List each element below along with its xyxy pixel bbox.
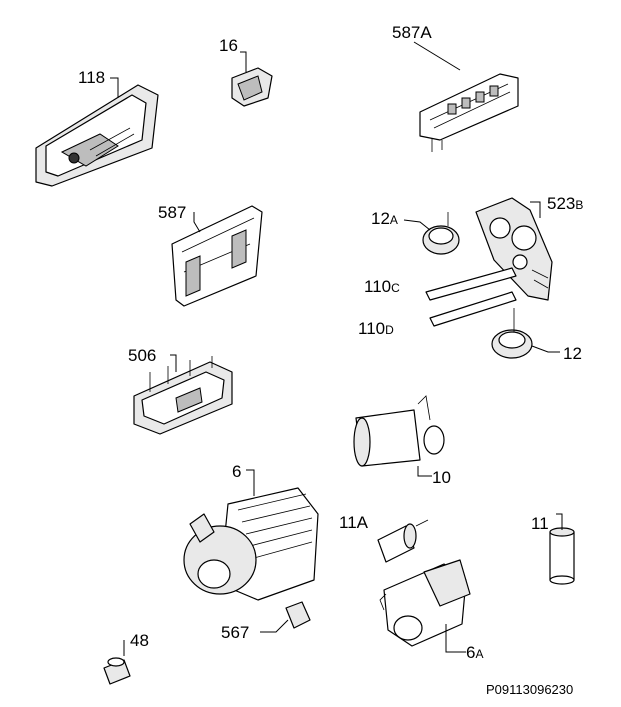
part-6a-drain-pump[interactable] (379, 559, 471, 653)
part-11-capacitor[interactable] (549, 513, 575, 585)
part-12a-pressure-switch[interactable] (403, 212, 460, 255)
part-10-valve[interactable] (353, 395, 445, 477)
label-48: 48 (130, 631, 149, 650)
label-12a: 12A (371, 209, 398, 228)
label-110c: 110C (364, 277, 400, 296)
part-506-assembly[interactable] (133, 354, 233, 435)
part-523b-bracket[interactable] (475, 197, 553, 301)
part-118-panel-cover[interactable] (35, 77, 159, 187)
part-587a-board[interactable] (413, 41, 519, 152)
label-6: 6 (232, 462, 241, 481)
part-567-cap[interactable] (260, 601, 311, 633)
part-110c-hose[interactable] (425, 267, 517, 301)
part-16-switch[interactable] (231, 51, 273, 107)
label-523b: 523B (547, 194, 583, 213)
label-16: 16 (219, 36, 238, 55)
part-6-pump-motor[interactable] (183, 469, 319, 601)
part-110d-hose[interactable] (429, 291, 517, 327)
label-11: 11 (531, 514, 549, 533)
label-506: 506 (128, 346, 156, 365)
label-587a: 587A (392, 23, 432, 42)
part-11a-capacitor[interactable] (377, 519, 429, 563)
part-48-foot[interactable] (103, 640, 131, 685)
part-12-pressure-switch[interactable] (491, 308, 560, 359)
label-587: 587 (158, 203, 186, 222)
label-567: 567 (221, 623, 249, 642)
label-12: 12 (563, 344, 582, 363)
label-6a: 6A (466, 643, 483, 662)
part-587-module[interactable] (171, 205, 263, 307)
label-118: 118 (78, 68, 105, 87)
drawing-code: P09113096230 (486, 682, 573, 697)
label-11a: 11A (339, 513, 369, 532)
label-10: 10 (432, 468, 451, 487)
label-110d: 110D (358, 319, 394, 338)
